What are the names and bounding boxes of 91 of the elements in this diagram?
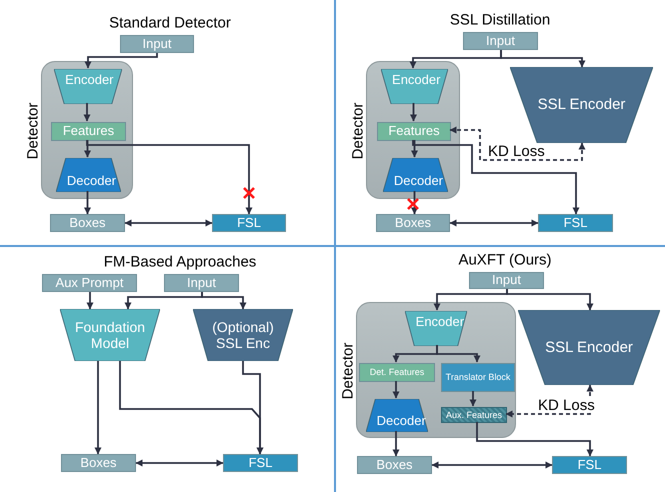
- group-label: Detector: [340, 342, 356, 400]
- process-box: [120, 35, 194, 53]
- arrow: [136, 460, 224, 466]
- arrow: [86, 292, 94, 310]
- panel-title: Standard Detector: [109, 16, 231, 30]
- arrow: [476, 422, 594, 456]
- node-label: Boxes: [375, 458, 414, 472]
- arrow: [506, 289, 594, 310]
- process-box: [212, 214, 286, 232]
- node-label: Boxes: [79, 456, 118, 470]
- decoder-trapezoid: [366, 399, 428, 432]
- panel-title: FM-Based Approaches: [104, 254, 256, 270]
- node-label: Input: [491, 273, 522, 288]
- arrow: [84, 103, 90, 122]
- node-label: Aux. Features: [444, 410, 504, 420]
- process-box: [61, 454, 136, 472]
- arrow: [84, 53, 158, 68]
- node-label: Features: [62, 124, 116, 139]
- process-box: [357, 456, 432, 474]
- node-label: Encoder: [64, 73, 115, 88]
- process-box: [359, 363, 435, 382]
- arrow: [411, 191, 418, 214]
- node-label: Input: [142, 36, 172, 52]
- dashed-arrow: [506, 384, 594, 418]
- group-label: Detector: [26, 102, 40, 160]
- decoder-trapezoid: [383, 158, 448, 192]
- arrow: [412, 140, 580, 214]
- encoder-trapezoid: [518, 310, 660, 385]
- arrow: [450, 220, 538, 226]
- arrow: [94, 361, 102, 454]
- arrow: [201, 292, 246, 310]
- node-label: Foundation Model: [74, 318, 146, 352]
- encoder-trapezoid: [405, 311, 467, 346]
- node-label: Det. Features: [368, 367, 426, 378]
- arrow: [436, 345, 480, 362]
- arrow: [411, 140, 418, 158]
- arrow: [124, 220, 212, 226]
- node-label: (Optional) SSL Enc: [211, 318, 275, 352]
- process-box: [50, 214, 125, 232]
- process-box: [441, 407, 507, 423]
- process-box: [463, 32, 538, 50]
- arrow: [84, 140, 91, 158]
- process-box: [469, 272, 544, 289]
- encoder-trapezoid: [510, 67, 653, 143]
- arrow: [392, 381, 400, 398]
- panel-title: SSL Distillation: [450, 12, 550, 28]
- node-label: Decoder: [66, 174, 116, 189]
- arrow: [410, 103, 417, 122]
- node-label: FSL: [562, 216, 588, 230]
- process-box: [552, 456, 627, 474]
- arrow: [432, 462, 552, 468]
- arrow: [86, 140, 252, 214]
- node-label: FSL: [248, 456, 274, 470]
- edge-label: KD Loss: [536, 398, 597, 413]
- node-label: FSL: [236, 216, 262, 230]
- encoder-trapezoid: [193, 309, 293, 361]
- node-label: SSL Encoder: [536, 96, 626, 114]
- process-box: [377, 122, 451, 141]
- node-label: Input: [485, 34, 516, 48]
- encoder-trapezoid: [381, 69, 448, 104]
- process-box: [51, 122, 126, 141]
- node-label: Features: [387, 124, 441, 139]
- node-label: Translator Block: [444, 372, 512, 383]
- process-box: [164, 274, 239, 292]
- group-label: Detector: [350, 102, 366, 160]
- process-box: [538, 214, 613, 232]
- panel-title: AuXFT (Ours): [458, 252, 552, 268]
- dashed-arrow: [450, 126, 586, 161]
- process-box: [42, 274, 137, 292]
- node-label: Boxes: [394, 216, 432, 230]
- node-label: Encoder: [414, 315, 462, 330]
- arrow: [392, 431, 400, 456]
- process-box: [441, 363, 515, 392]
- edge-label: KD Loss: [486, 144, 547, 159]
- node-label: SSL Encoder: [544, 338, 634, 356]
- node-label: Boxes: [68, 216, 107, 230]
- node-label: Encoder: [391, 73, 442, 88]
- arrow: [84, 191, 91, 214]
- encoder-trapezoid: [60, 309, 160, 361]
- process-box: [376, 214, 450, 232]
- decoder-trapezoid: [56, 158, 121, 192]
- encoder-trapezoid: [54, 69, 122, 104]
- node-label: Decoder: [392, 174, 444, 189]
- node-label: Input: [186, 276, 217, 290]
- node-label: Decoder: [376, 414, 424, 429]
- node-label: FSL: [576, 458, 602, 472]
- node-label: Aux Prompt: [54, 276, 124, 290]
- process-box: [223, 454, 298, 472]
- arrow: [470, 391, 476, 406]
- arrow: [500, 50, 586, 68]
- arrow: [242, 361, 264, 454]
